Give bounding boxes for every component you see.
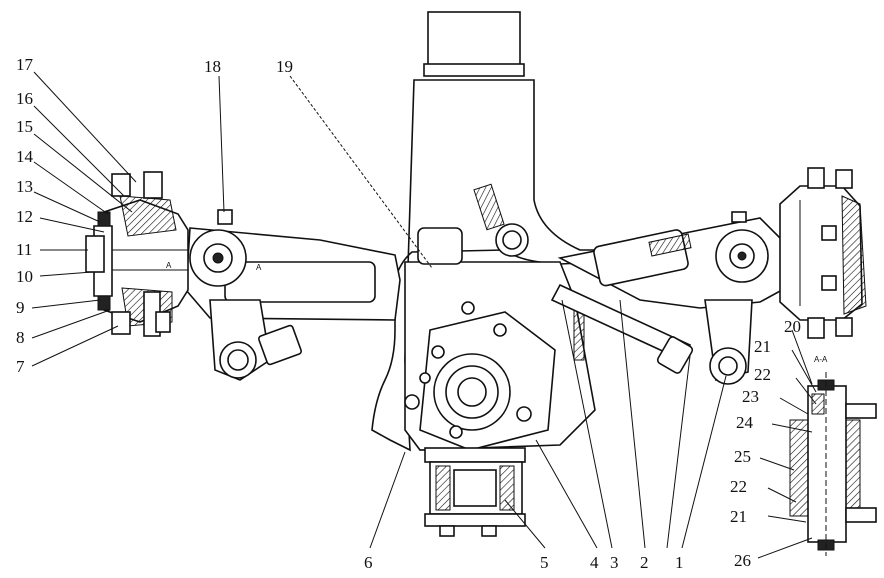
label-24: 24	[736, 413, 754, 432]
label-13: 13	[16, 177, 33, 196]
right-arm	[550, 211, 783, 385]
label-12: 12	[16, 207, 33, 226]
label-2: 2	[640, 553, 649, 572]
label-14: 14	[16, 147, 34, 166]
label-1: 1	[675, 553, 684, 572]
section-title: A-A	[814, 355, 828, 364]
label-18: 18	[204, 57, 221, 76]
label-7: 7	[16, 357, 25, 376]
spring-pack	[424, 447, 526, 537]
leader-lines	[31, 71, 817, 559]
label-9: 9	[16, 298, 25, 317]
label-21-top: 21	[754, 337, 771, 356]
label-8: 8	[16, 328, 25, 347]
label-22-top: 22	[754, 365, 771, 384]
section-arrow-right: A	[256, 263, 262, 272]
label-26: 26	[734, 551, 751, 570]
label-23: 23	[742, 387, 759, 406]
label-17: 17	[16, 55, 34, 74]
section-a-a: A-A	[789, 355, 877, 556]
label-3: 3	[610, 553, 619, 572]
label-21-bottom: 21	[730, 507, 747, 526]
main-housing	[371, 11, 601, 452]
label-10: 10	[16, 267, 33, 286]
label-5: 5	[540, 553, 549, 572]
label-15: 15	[16, 117, 33, 136]
label-6: 6	[364, 553, 373, 572]
label-11: 11	[16, 240, 32, 259]
label-20: 20	[784, 317, 801, 336]
label-4: 4	[590, 553, 599, 572]
right-flange	[779, 167, 867, 339]
left-flange	[85, 171, 189, 337]
label-22-bottom: 22	[730, 477, 747, 496]
part-labels: 17 16 15 14 13 12 11 10 9 8 7 18 19 20 2…	[16, 55, 801, 572]
label-25: 25	[734, 447, 751, 466]
left-arm	[185, 209, 401, 381]
label-16: 16	[16, 89, 33, 108]
label-19: 19	[276, 57, 293, 76]
section-arrow-left: A	[166, 261, 172, 270]
